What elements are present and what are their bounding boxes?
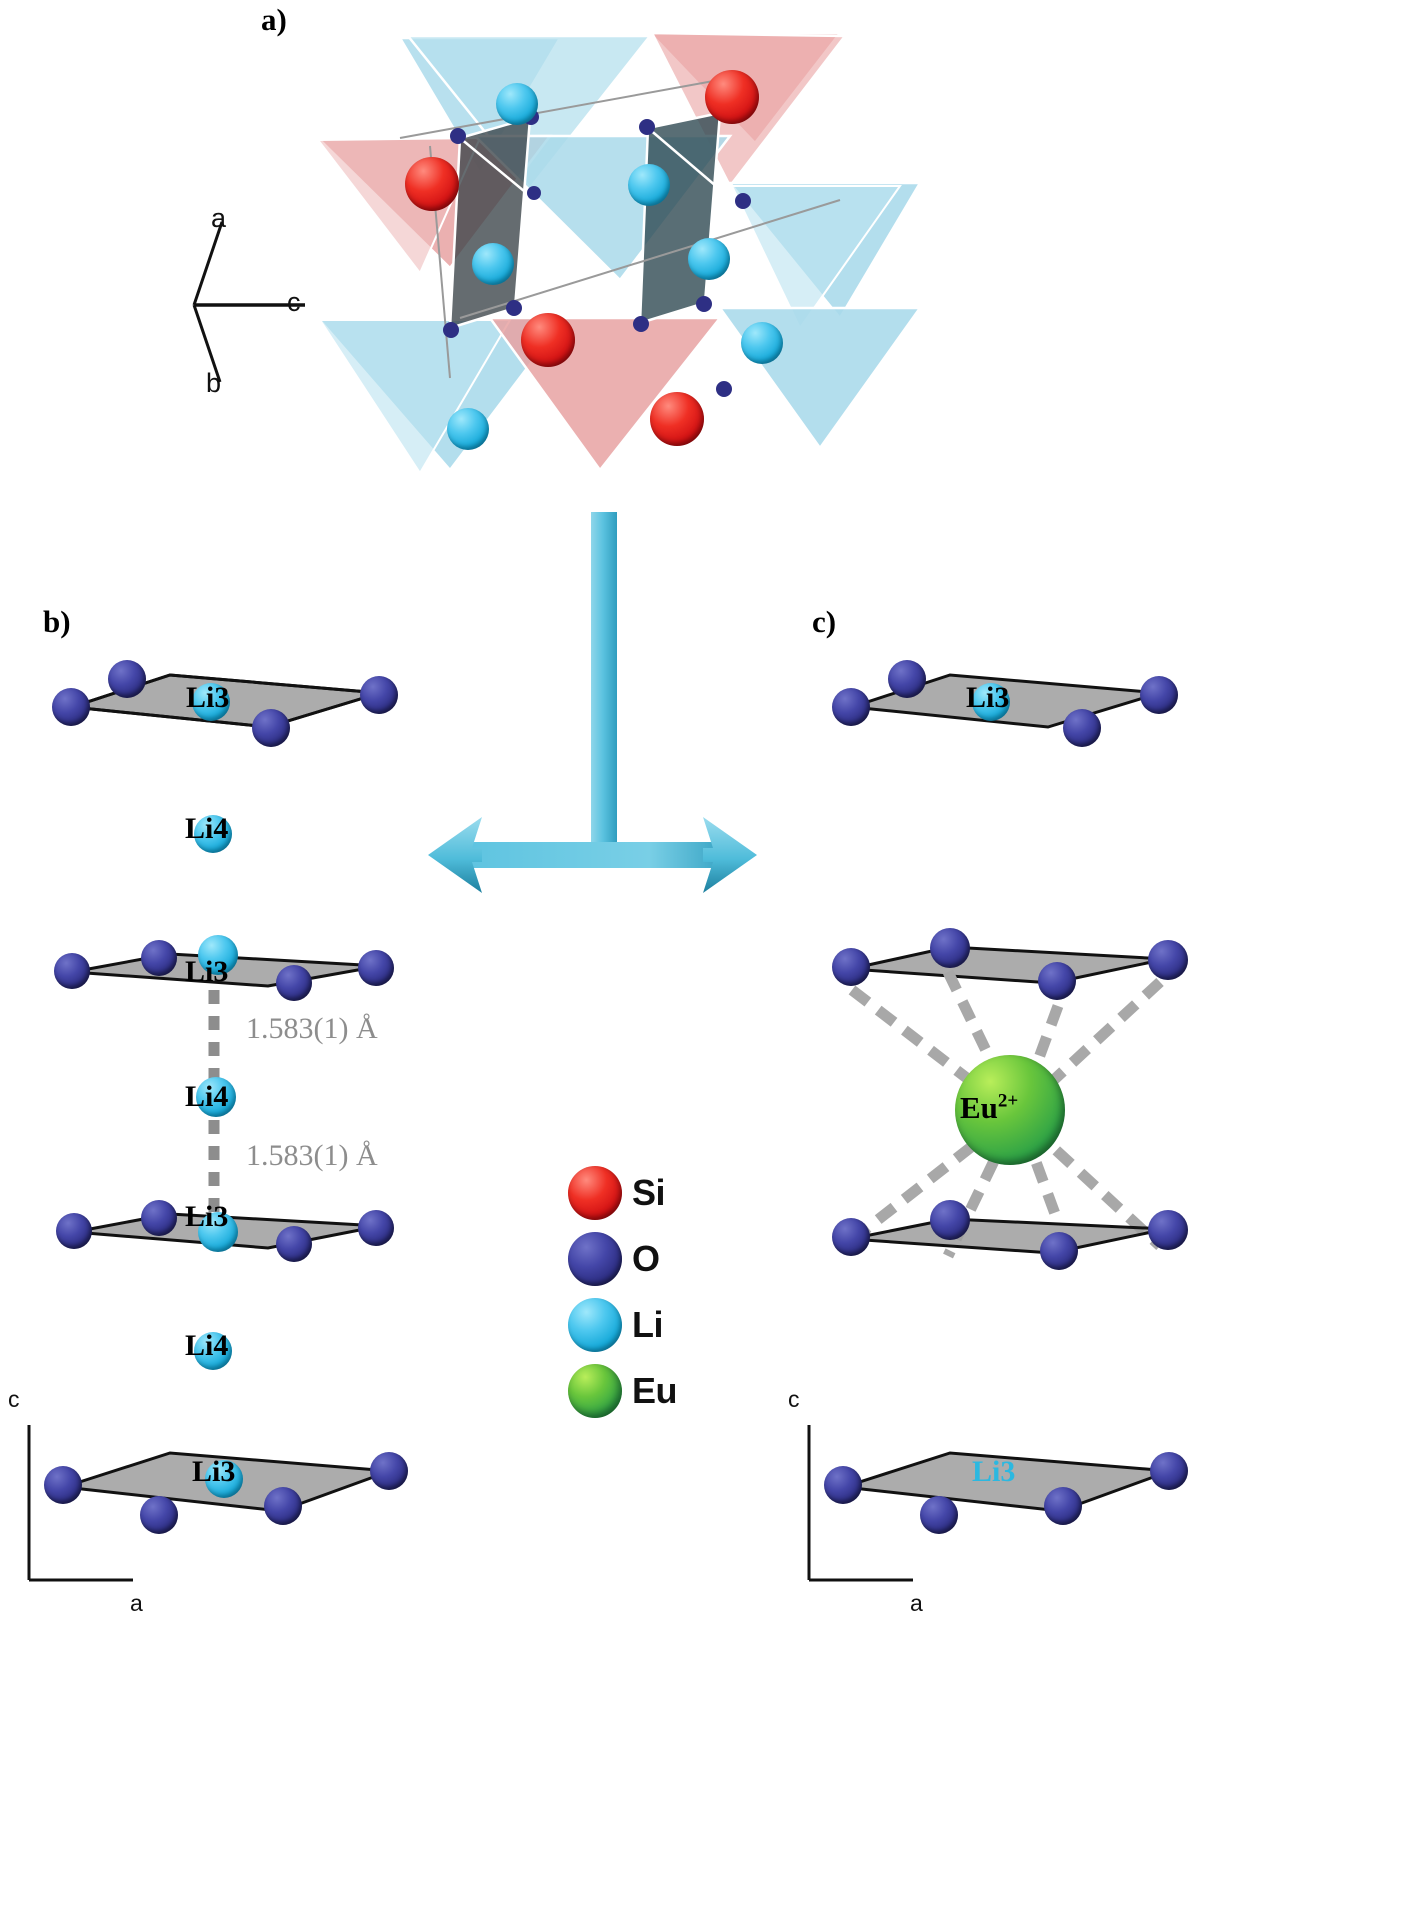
o-atom: [52, 688, 90, 726]
si-swatch-icon: [568, 1166, 622, 1220]
panel-label-a: a): [261, 2, 287, 37]
o-swatch-icon: [568, 1232, 622, 1286]
o-atom: [824, 1466, 862, 1504]
o-atom: [360, 676, 398, 714]
axis-label-c-panel-c: c: [788, 1386, 800, 1412]
atom-label-li4: Li4: [185, 1080, 229, 1113]
li-atom: [198, 935, 238, 975]
o-atom: [888, 660, 926, 698]
axis-triad-panel-a: [192, 221, 305, 383]
eu-symbol: Eu: [960, 1090, 998, 1125]
li-atom: [741, 322, 783, 364]
split-arrow: [428, 512, 757, 893]
o-atom: [1148, 1210, 1188, 1250]
o-atom: [358, 950, 394, 986]
distance-label-top: 1.583(1) Å: [246, 1012, 378, 1045]
li-atom: [205, 1460, 243, 1498]
si-atom: [521, 313, 575, 367]
atom-label-li3: Li3: [972, 1455, 1016, 1488]
atom-label-li4: Li4: [185, 812, 229, 845]
eu-charge: 2+: [997, 1090, 1019, 1112]
o-atom: [358, 1210, 394, 1246]
si-atom: [650, 392, 704, 446]
legend-item-eu: Eu: [568, 1358, 678, 1424]
o-atom: [276, 1226, 312, 1262]
axis-label-a-panel-a: a: [211, 203, 227, 233]
axis-label-a-panel-b: a: [130, 1590, 143, 1616]
distance-dashes: [208, 990, 220, 1090]
o-atom: [1140, 676, 1178, 714]
legend-label-eu: Eu: [632, 1370, 678, 1411]
eu-atom: [955, 1055, 1065, 1165]
o-atom: [930, 1200, 970, 1240]
atom-label-li3: Li3: [185, 1200, 229, 1233]
o-atom: [1044, 1487, 1082, 1525]
axis-label-c-panel-a: c: [287, 287, 301, 317]
li-atom: [194, 815, 232, 853]
o-atom: [141, 940, 177, 976]
o-atom: [1148, 940, 1188, 980]
li-atom: [198, 1212, 238, 1252]
o-atom: [1063, 709, 1101, 747]
legend-label-si: Si: [632, 1172, 666, 1213]
mini-axis-panel-b: [27, 1425, 133, 1582]
li-atom: [688, 238, 730, 280]
axis-label-c-panel-b: c: [8, 1386, 20, 1412]
o-atom: [930, 928, 970, 968]
li-atom: [628, 164, 670, 206]
axis-label-b-panel-a: b: [206, 368, 222, 398]
legend-item-o: O: [568, 1226, 677, 1292]
legend-label-li: Li: [632, 1304, 664, 1345]
o-atom: [44, 1466, 82, 1504]
li-atom: [192, 683, 230, 721]
axis-label-a-panel-c: a: [910, 1590, 923, 1616]
atom-label-li3: Li3: [192, 1455, 236, 1488]
o-atom: [108, 660, 146, 698]
o-atom: [252, 709, 290, 747]
o-atom: [1040, 1232, 1078, 1270]
o-atom: [140, 1496, 178, 1534]
li-atom: [472, 243, 514, 285]
polyhedra-cluster: [314, 31, 923, 475]
distance-label-bottom: 1.583(1) Å: [246, 1139, 378, 1172]
eu-swatch-icon: [568, 1364, 622, 1418]
li3-slab-lower: [849, 1217, 1167, 1255]
si-atom: [705, 70, 759, 124]
li-atom: [447, 408, 489, 450]
o-atom: [54, 953, 90, 989]
o-atom: [264, 1487, 302, 1525]
o-atom: [1038, 962, 1076, 1000]
li-atom: [972, 683, 1010, 721]
distance-dashes: [208, 1120, 220, 1220]
o-atom: [832, 688, 870, 726]
li-atom: [196, 1077, 236, 1117]
o-atom: [832, 948, 870, 986]
si-atom: [405, 157, 459, 211]
o-atom: [141, 1200, 177, 1236]
legend-item-li: Li: [568, 1292, 677, 1358]
li-swatch-icon: [568, 1298, 622, 1352]
atom-label-li3: Li3: [185, 955, 229, 988]
li-atom: [496, 83, 538, 125]
o-atom: [370, 1452, 408, 1490]
legend-item-si: Si: [568, 1160, 677, 1226]
mini-axis-panel-c: [807, 1425, 913, 1582]
panel-label-c: c): [812, 604, 837, 639]
atom-label-li3: Li3: [966, 681, 1010, 714]
legend: Si O Li Eu: [568, 1160, 678, 1424]
o-atom: [832, 1218, 870, 1256]
o-atom: [276, 965, 312, 1001]
atom-label-eu: Eu2+: [960, 1090, 1018, 1126]
o-atom: [1150, 1452, 1188, 1490]
atom-label-li3: Li3: [186, 681, 230, 714]
li-atom: [194, 1332, 232, 1370]
o-atom: [56, 1213, 92, 1249]
atom-label-li4-bottom: Li4: [185, 1329, 229, 1362]
legend-label-o: O: [632, 1238, 660, 1279]
panel-label-b: b): [43, 604, 71, 639]
o-atom: [920, 1496, 958, 1534]
